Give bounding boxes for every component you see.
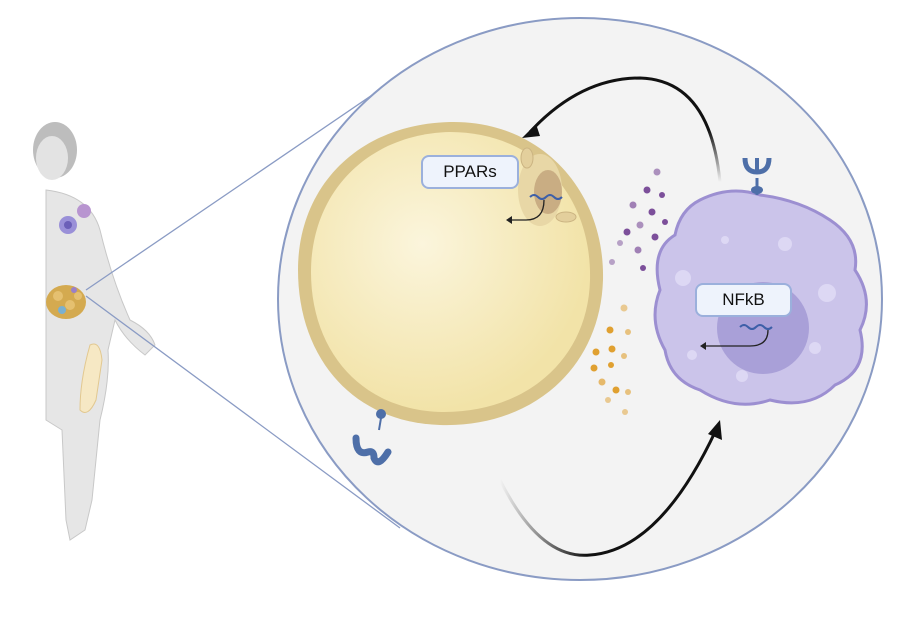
zoom-line-bottom — [85, 295, 401, 529]
dna-icon — [529, 194, 563, 200]
purple-cytokines — [609, 168, 668, 271]
arrow-macrophage-to-adipocyte — [528, 76, 722, 183]
dna-icon — [739, 324, 773, 330]
receptor-icon — [352, 409, 392, 466]
nucleus — [534, 170, 562, 214]
arrow-adipocyte-to-macrophage — [498, 429, 718, 557]
orange-cytokines — [590, 304, 631, 415]
nfkb-label: NFkB — [695, 283, 792, 317]
subcutaneous-fat-icon — [79, 343, 103, 413]
visceral-fat-icon — [46, 285, 86, 319]
ppars-label: PPARs — [421, 155, 519, 189]
macrophage-receptor-icon — [742, 157, 772, 195]
transcription-arrow — [705, 329, 769, 347]
human-body-figure — [33, 122, 156, 541]
adipocyte — [298, 121, 604, 426]
transcription-arrow — [512, 199, 545, 221]
